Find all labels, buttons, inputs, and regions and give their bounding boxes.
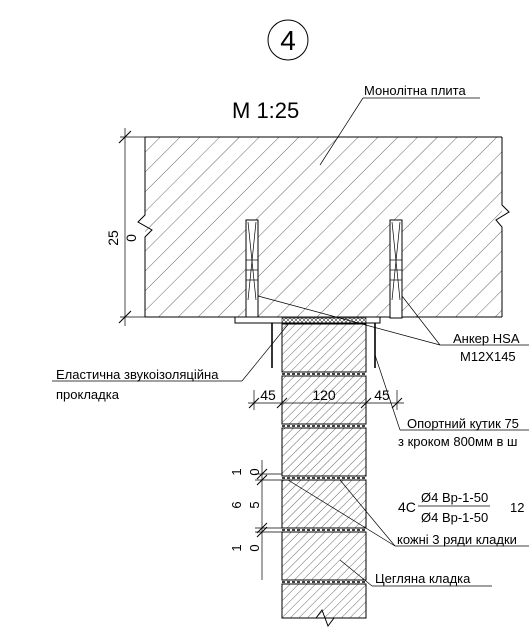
label-mesh-bottom: Ø4 Вр-1-50 bbox=[421, 510, 488, 525]
dim-joint-top-1: 1 bbox=[229, 468, 244, 475]
label-angle-1: Опортний кутик 75 bbox=[407, 416, 519, 431]
label-mesh-top: Ø4 Вр-1-50 bbox=[421, 490, 488, 505]
detail-number: 4 bbox=[280, 25, 296, 56]
leader-elastic-pad: Еластична звукоізоляційна прокладка bbox=[52, 321, 291, 402]
leader-mesh: 4С Ø4 Вр-1-50 Ø4 Вр-1-50 12 кожні 3 ряди… bbox=[287, 479, 529, 547]
anchor-right bbox=[389, 219, 403, 319]
leader-slab: Монолітна плита bbox=[319, 83, 480, 166]
label-anchor-2: M12X145 bbox=[460, 349, 516, 364]
dim-joint-bot-0: 0 bbox=[247, 544, 262, 551]
label-anchor-1: Анкер HSA bbox=[453, 331, 520, 346]
dim-joint-bot-1: 1 bbox=[229, 544, 244, 551]
joint-dimensions: 1 0 6 5 1 0 bbox=[229, 460, 282, 580]
label-elastic-1: Еластична звукоізоляційна bbox=[56, 367, 219, 382]
brick-wall bbox=[281, 323, 367, 628]
label-elastic-2: прокладка bbox=[56, 387, 120, 402]
dim-joint-top-0: 0 bbox=[247, 468, 262, 475]
horizontal-dimension-chain: 45 120 45 bbox=[248, 387, 404, 410]
leader-support-angle: Опортний кутик 75 з кроком 800мм в ш bbox=[374, 354, 529, 449]
dim-right-45: 45 bbox=[374, 387, 390, 403]
monolithic-slab bbox=[137, 136, 510, 318]
label-brick: Цегляна кладка bbox=[375, 571, 471, 586]
support-angle bbox=[234, 316, 381, 368]
scale-label: М 1:25 bbox=[232, 98, 299, 123]
label-slab: Монолітна плита bbox=[364, 83, 466, 98]
leader-brick: Цегляна кладка bbox=[339, 559, 492, 587]
slab-thickness-dimension: 25 0 bbox=[105, 128, 145, 326]
dim-slab-0: 0 bbox=[123, 234, 139, 242]
dim-left-45: 45 bbox=[260, 387, 276, 403]
dim-slab-25: 25 bbox=[105, 230, 121, 246]
leader-anchor: Анкер HSA M12X145 bbox=[257, 295, 529, 364]
label-mesh-note: кожні 3 ряди кладки bbox=[397, 532, 517, 547]
dim-brick-5: 5 bbox=[247, 501, 262, 508]
dim-brick-6: 6 bbox=[229, 501, 244, 508]
label-mesh-right: 12 bbox=[510, 500, 524, 515]
dim-wall-120: 120 bbox=[312, 387, 336, 403]
label-mesh-prefix: 4С bbox=[398, 499, 416, 515]
anchor-left bbox=[245, 219, 259, 319]
label-angle-2: з кроком 800мм в ш bbox=[398, 434, 517, 449]
detail-marker: 4 bbox=[267, 19, 309, 61]
